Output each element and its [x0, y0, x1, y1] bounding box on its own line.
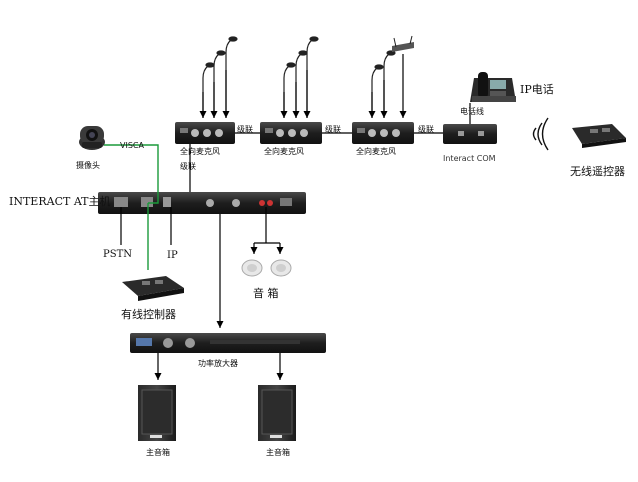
cascade-2-label: 级联	[325, 125, 341, 134]
mic-group-2	[260, 36, 322, 144]
gooseneck-mic-icon	[202, 36, 238, 118]
speakers-small-label: 音 箱	[253, 287, 279, 300]
ip-phone-label: IP电话	[520, 83, 554, 96]
visca-label: VISCA	[120, 141, 144, 150]
wired-controller-label: 有线控制器	[121, 308, 176, 321]
mic-group-1	[175, 36, 238, 144]
ip-label: IP	[167, 250, 178, 261]
interact-at-host-device	[98, 192, 306, 214]
main-speaker-left-icon	[138, 385, 176, 441]
camera-label: 摄像头	[76, 161, 100, 170]
wireless-signal-icon	[532, 117, 549, 151]
phone-line-label: 电话线	[460, 107, 484, 116]
wireless-remote-icon	[572, 124, 626, 148]
camera-icon	[79, 126, 105, 150]
amplifier-device	[130, 333, 326, 380]
cascade-links	[189, 132, 443, 194]
interact-com-label: Interact COM	[443, 154, 496, 163]
cascade-4-label: 级联	[180, 162, 196, 171]
cascade-3-label: 级联	[418, 125, 434, 134]
wireless-mic-receiver-icon	[392, 35, 414, 52]
omni-mic-2-label: 全向麦克风	[264, 147, 304, 156]
mic-group-3	[352, 35, 414, 144]
ip-phone-icon	[470, 72, 516, 102]
wired-controller-icon	[122, 276, 184, 301]
host-links	[120, 207, 284, 328]
visca-link	[104, 144, 159, 270]
cascade-1-label: 级联	[237, 125, 253, 134]
gooseneck-mic-icon	[371, 50, 396, 118]
omni-mic-3-label: 全向麦克风	[356, 147, 396, 156]
main-speaker-right-label: 主音箱	[266, 448, 290, 457]
amplifier-label: 功率放大器	[198, 359, 238, 368]
wireless-remote-label: 无线遥控器	[570, 165, 625, 178]
gooseneck-mic-icon	[283, 36, 319, 118]
host-label: INTERACT AT主机	[9, 195, 111, 208]
ceiling-speaker-icon	[241, 259, 292, 277]
pstn-label: PSTN	[103, 249, 132, 260]
main-speaker-right-icon	[258, 385, 296, 441]
main-speaker-left-label: 主音箱	[146, 448, 170, 457]
interact-com-device	[443, 103, 497, 144]
omni-mic-1-label: 全向麦克风	[180, 147, 220, 156]
